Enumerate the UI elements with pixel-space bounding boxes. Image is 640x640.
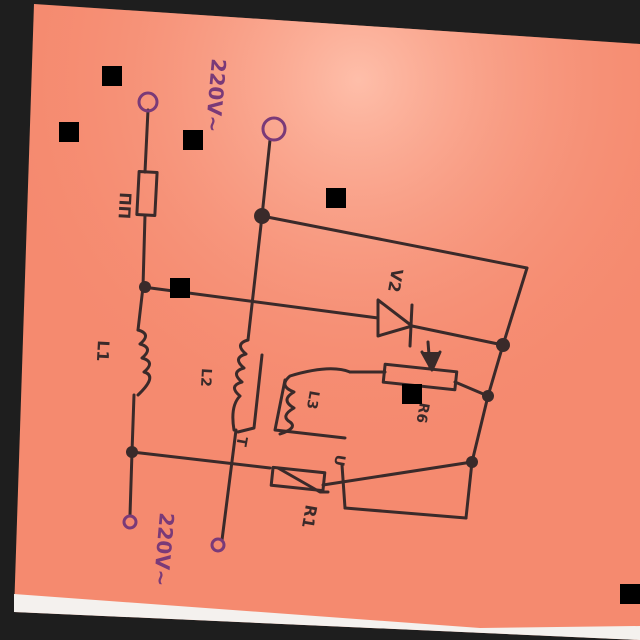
junction-dots: [126, 208, 510, 468]
fuse-symbol: [135, 170, 159, 217]
choke-l1: [136, 328, 152, 397]
paper-bottom-edge: [14, 594, 640, 640]
label-l2: L2: [197, 368, 214, 387]
choke-l3: [278, 367, 352, 436]
label-l1: L1: [93, 340, 113, 362]
label-r6: R6: [412, 401, 431, 424]
label-l3: L3: [303, 389, 322, 410]
label-terminal-u: U: [330, 453, 348, 467]
occlusion-squares: [59, 66, 640, 604]
varistor-r1: [269, 465, 330, 494]
label-r1: R1: [298, 503, 321, 529]
diode-v2: [376, 298, 414, 348]
paper-glare: [14, 4, 640, 640]
label-terminal-t: T: [232, 435, 249, 448]
choke-l2-core: [236, 353, 264, 434]
terminal-circles: [122, 91, 287, 553]
label-fuse: ПП: [115, 192, 135, 220]
wires: [128, 108, 529, 542]
label-v2: V2: [384, 267, 407, 293]
choke-l2: [231, 338, 250, 432]
